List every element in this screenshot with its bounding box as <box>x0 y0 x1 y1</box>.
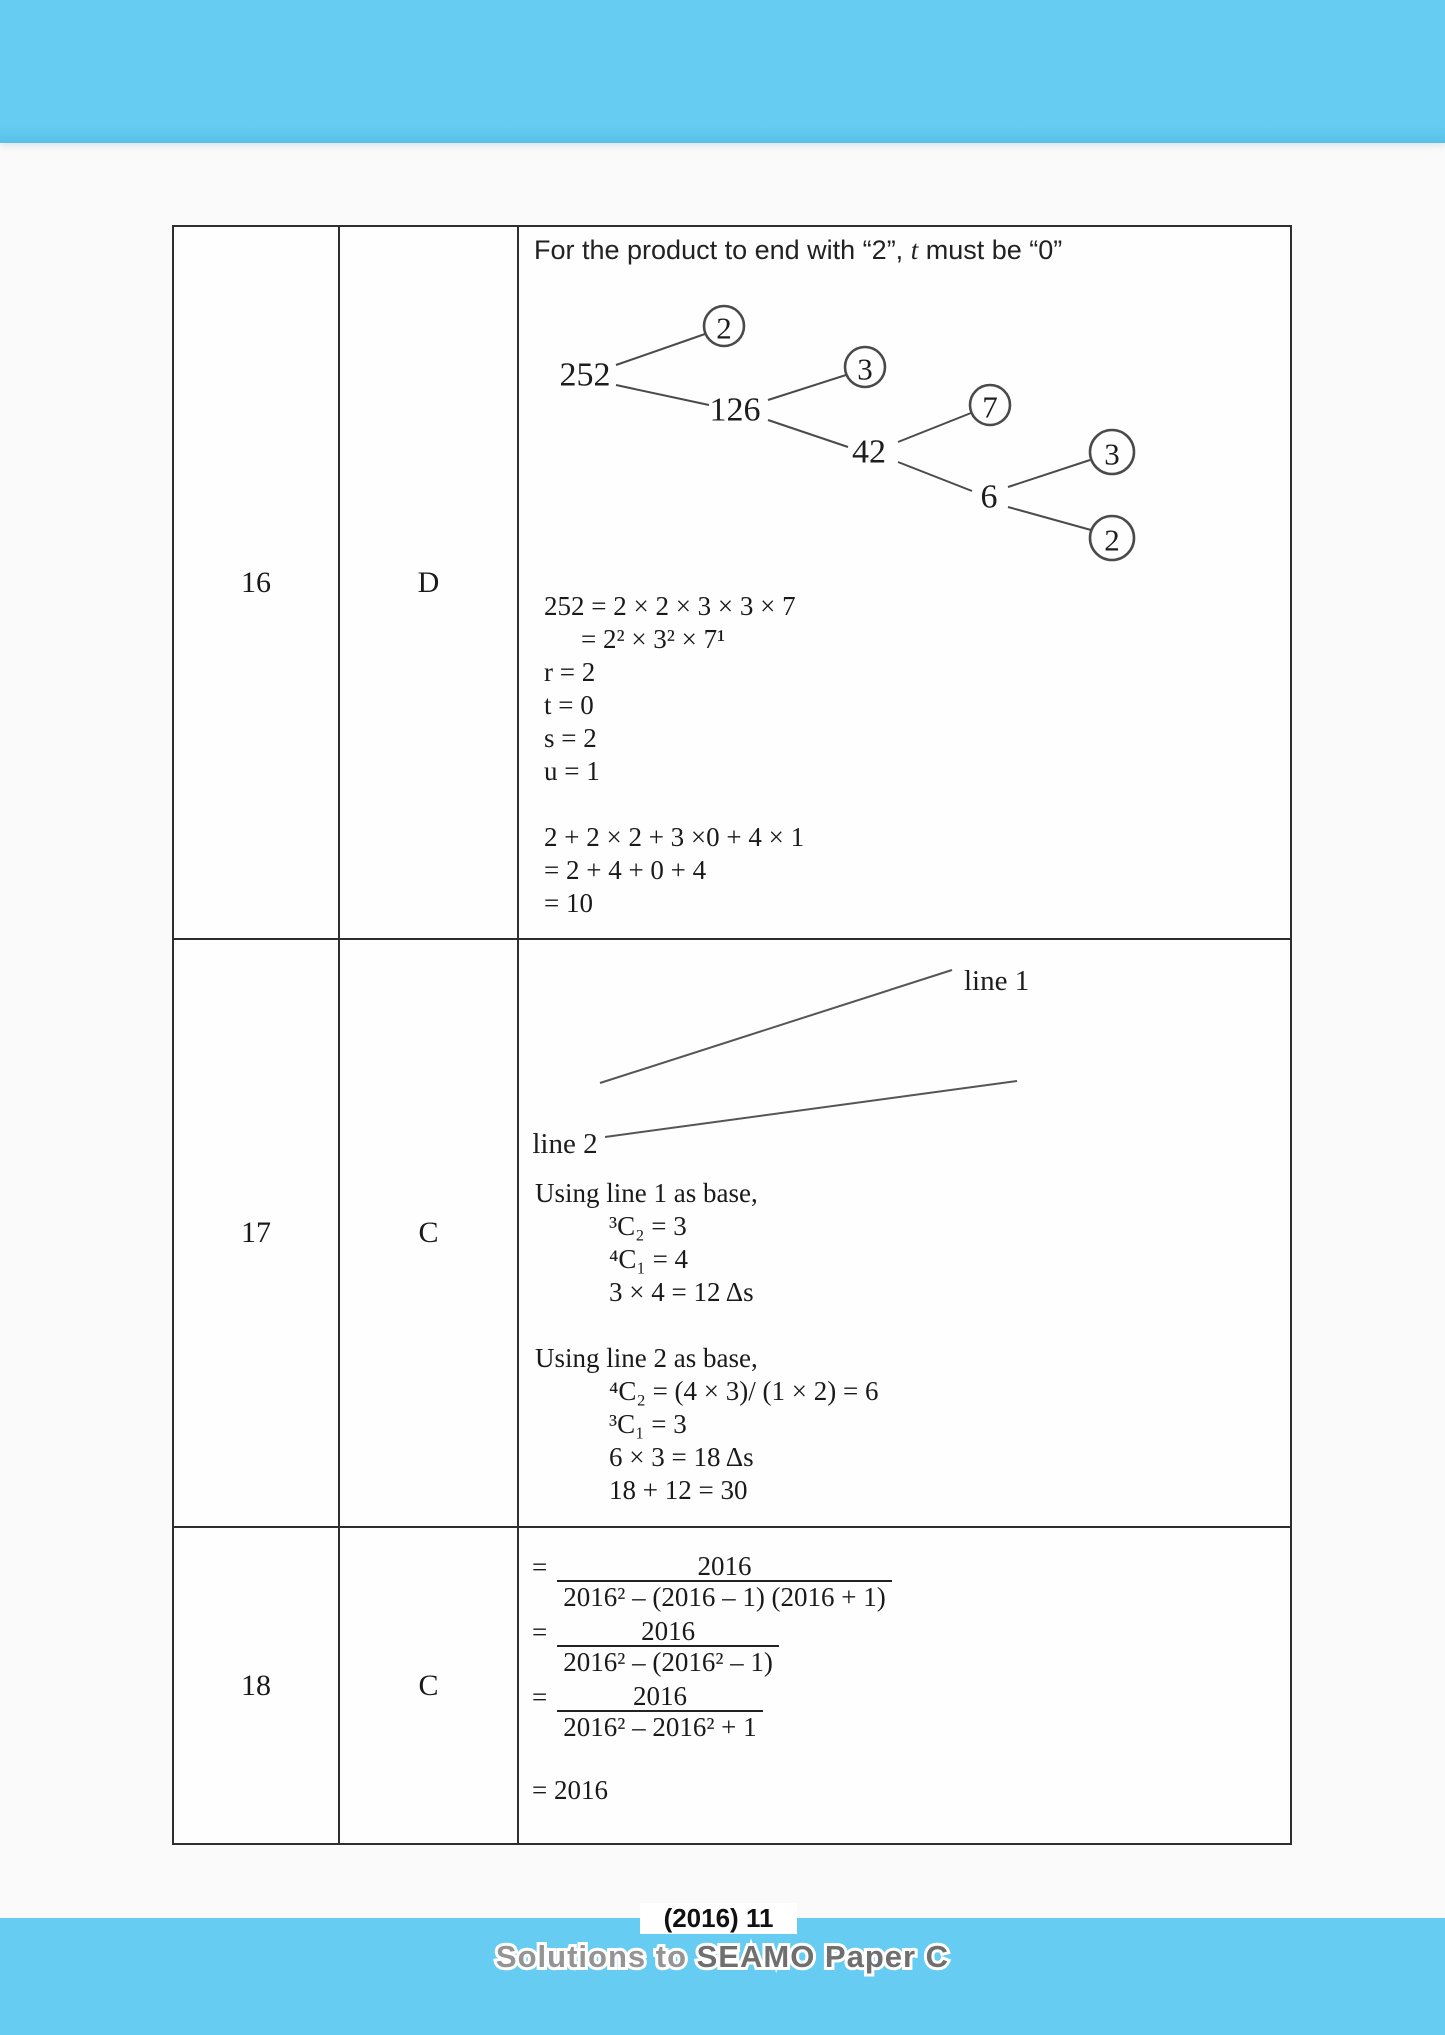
work-line: ⁴C₁ = 4 <box>609 1244 689 1274</box>
fraction-step: = 2016 2016² – 2016² + 1 <box>532 1682 892 1742</box>
fraction: 2016 2016² – 2016² + 1 <box>557 1681 763 1742</box>
tree-node-42: 42 <box>852 434 886 471</box>
solution-16: For the product to end with “2”, t must … <box>519 227 1290 940</box>
fraction-denominator: 2016² – (2016 – 1) (2016 + 1) <box>557 1580 892 1612</box>
equation-spacer <box>544 788 804 821</box>
equation-line: = 2 + 4 + 0 + 4 <box>544 855 707 885</box>
factor-tree-diagram: 252 2 126 3 42 7 6 3 2 <box>560 304 1136 562</box>
page-number-box: (2016) 11 <box>640 1903 797 1934</box>
prime-circle <box>968 383 1012 427</box>
tree-factor-7: 7 <box>982 390 998 425</box>
equation-line: u = 1 <box>544 756 600 786</box>
solution-17-working: Using line 1 as base, ³C₂ = 3 ⁴C₁ = 4 3 … <box>535 1177 878 1507</box>
work-line: ³C₁ = 3 <box>609 1409 687 1439</box>
tree-node-126: 126 <box>710 392 761 429</box>
equation-line: = 2² × 3² × 7¹ <box>581 624 726 654</box>
work-line: Using line 2 as base, <box>535 1343 758 1373</box>
work-line: ⁴C₂ = (4 × 3)/ (1 × 2) = 6 <box>609 1376 879 1406</box>
equation-line: 2 + 2 × 2 + 3 ×0 + 4 × 1 <box>544 822 805 852</box>
note-post: must be “0” <box>918 235 1063 265</box>
two-lines-diagram: line 1 line 2 <box>532 965 1029 1160</box>
answer-18: C <box>340 1528 519 1843</box>
fraction-step: = 2016 2016² – (2016 – 1) (2016 + 1) <box>532 1552 892 1612</box>
solution-16-working: 252 = 2 × 2 × 3 × 3 × 7 = 2² × 3² × 7¹ r… <box>544 590 804 920</box>
document-subtitle: Solutions to SEAMO Paper C <box>0 1936 1445 1977</box>
question-number-label: 17 <box>241 1216 271 1249</box>
prime-circle <box>843 345 887 389</box>
answer-17: C <box>340 940 519 1528</box>
prime-circle <box>702 304 746 348</box>
subtitle-main: SEAMO Paper C <box>694 1936 951 1977</box>
work-line: Using line 1 as base, <box>535 1178 758 1208</box>
question-number-label: 18 <box>241 1668 271 1702</box>
page-number: (2016) 11 <box>663 1903 774 1933</box>
question-number-label: 16 <box>241 565 271 599</box>
work-line: ³C₂ = 3 <box>609 1211 687 1241</box>
equals-sign: = <box>532 1552 548 1582</box>
tree-node-252: 252 <box>560 357 611 394</box>
prime-circle <box>1088 514 1136 562</box>
fraction-step: = 2016 2016² – (2016² – 1) <box>532 1617 892 1677</box>
equals-sign: = <box>532 1617 548 1647</box>
line2-label: line 2 <box>532 1128 597 1160</box>
fraction-numerator: 2016 <box>641 1616 696 1646</box>
line1-label: line 1 <box>964 965 1029 997</box>
fraction-denominator: 2016² – (2016² – 1) <box>557 1645 779 1677</box>
answer-label: C <box>418 1668 439 1702</box>
solution-18-working: = 2016 2016² – (2016 – 1) (2016 + 1) = 2… <box>532 1552 892 1807</box>
work-line: 3 × 4 = 12 Δs <box>609 1277 754 1307</box>
solutions-table: 16 D For the product to end with “2”, t … <box>172 225 1292 1845</box>
answer-16: D <box>340 227 519 940</box>
tree-factor-2b: 2 <box>1104 523 1120 558</box>
tree-factor-3: 3 <box>857 352 873 387</box>
subtitle-prefix: Solutions to <box>493 1936 697 1977</box>
question-number-16: 16 <box>174 227 340 940</box>
question-number-18: 18 <box>174 1528 340 1843</box>
answer-label: D <box>417 565 440 599</box>
equation-line: t = 0 <box>544 690 594 720</box>
fraction: 2016 2016² – (2016 – 1) (2016 + 1) <box>557 1552 892 1612</box>
bottom-banner <box>0 1918 1445 2035</box>
solution-17: line 1 line 2 Using line 1 as base, ³C₂ … <box>519 940 1290 1528</box>
equation-line: = 10 <box>544 888 593 918</box>
note-variable: t <box>910 235 919 265</box>
prime-circle <box>1088 428 1136 476</box>
final-result: = 2016 <box>532 1775 608 1805</box>
fraction-numerator: 2016 <box>697 1551 752 1581</box>
question-number-17: 17 <box>174 940 340 1528</box>
tree-factor-3b: 3 <box>1104 437 1120 472</box>
fraction-numerator: 2016 <box>632 1681 687 1711</box>
work-line: 18 + 12 = 30 <box>609 1475 748 1505</box>
tree-factor-2: 2 <box>716 311 732 346</box>
equation-line: s = 2 <box>544 723 597 753</box>
work-spacer <box>535 1309 878 1342</box>
equals-sign: = <box>532 1682 548 1712</box>
fraction-denominator: 2016² – 2016² + 1 <box>557 1710 763 1742</box>
fraction: 2016 2016² – (2016² – 1) <box>557 1617 779 1677</box>
solution-16-note: For the product to end with “2”, t must … <box>534 235 1062 266</box>
note-pre: For the product to end with “2”, <box>534 235 911 265</box>
solution-18: = 2016 2016² – (2016 – 1) (2016 + 1) = 2… <box>519 1528 1290 1843</box>
equation-line: r = 2 <box>544 657 596 687</box>
work-line: 6 × 3 = 18 Δs <box>609 1442 754 1472</box>
equation-line: 252 = 2 × 2 × 3 × 3 × 7 <box>544 591 796 621</box>
top-banner <box>0 0 1445 143</box>
tree-node-6: 6 <box>981 479 998 516</box>
answer-label: C <box>418 1216 439 1249</box>
